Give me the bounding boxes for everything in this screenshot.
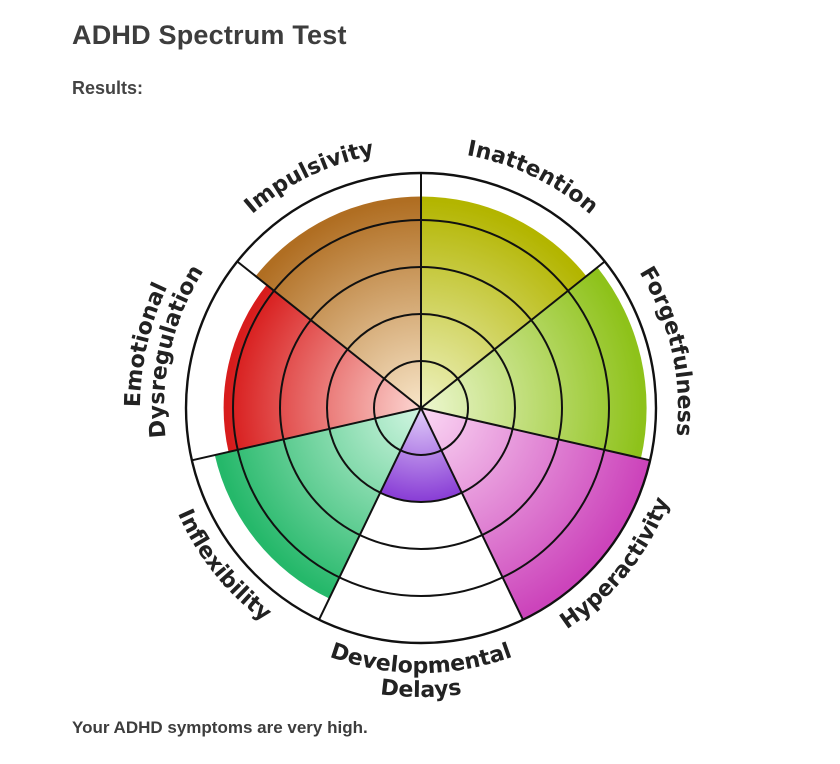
- results-label: Results:: [72, 78, 144, 98]
- axis-label-text: Developmental: [327, 639, 515, 679]
- spoke: [236, 260, 422, 409]
- result-summary: Your ADHD symptoms are very high.: [72, 718, 368, 737]
- spoke: [420, 407, 651, 462]
- sector-forgetfulness: [421, 267, 647, 459]
- sector-emotional-dysregulation: [223, 284, 421, 452]
- spoke: [420, 260, 606, 409]
- sector-inattention: [421, 196, 587, 408]
- spoke: [191, 407, 422, 462]
- spoke: [318, 407, 422, 621]
- page-title: ADHD Spectrum Test: [72, 20, 347, 50]
- axis-label-text: Delays: [379, 675, 463, 703]
- spoke: [420, 407, 524, 621]
- sector-impulsivity: [255, 196, 421, 408]
